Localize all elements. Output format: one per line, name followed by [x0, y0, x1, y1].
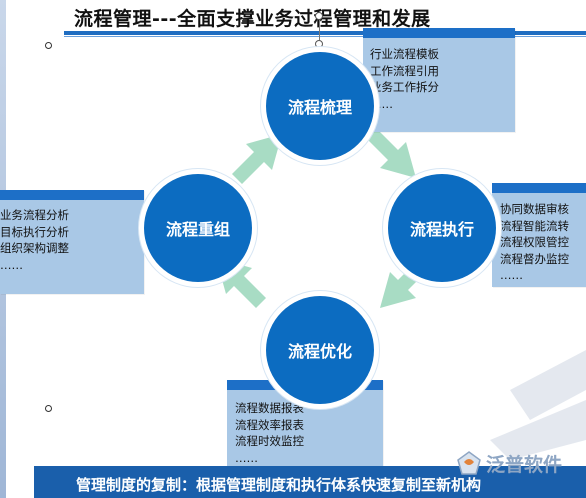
selection-handle[interactable] [315, 12, 323, 20]
card-line: …… [500, 268, 523, 282]
card-line: …… [370, 96, 393, 111]
title-rule [64, 31, 586, 35]
card-right [492, 183, 586, 287]
card-line: …… [0, 257, 23, 272]
card-header-bar [492, 183, 586, 193]
fanpu-logo-icon [457, 451, 481, 475]
card-line: 流程智能流转 [500, 218, 569, 233]
card-line: …… [235, 450, 258, 465]
node-process-reorganization[interactable]: 流程重组 [144, 174, 252, 282]
bullet-marker [45, 42, 52, 49]
card-right-lines: 协同数据审核 流程智能流转 流程权限管控 流程督办监控 …… [500, 201, 569, 284]
card-left-lines: 业务流程分析 目标执行分析 组织架构调整 …… [0, 207, 69, 273]
bullet-marker [45, 405, 52, 412]
card-line: 行业流程模板 [370, 47, 439, 61]
card-header-bar [0, 190, 144, 200]
card-top [363, 28, 515, 132]
selection-handle[interactable] [315, 40, 323, 48]
node-process-optimization[interactable]: 流程优化 [266, 296, 374, 404]
brand-logo-text: 泛普软件 [486, 453, 563, 476]
footer-text: 管理制度的复制：根据管理制度和执行体系快速复制至新机构 [76, 476, 482, 494]
node-process-sorting[interactable]: 流程梳理 [266, 52, 374, 160]
card-line: 流程数据报表 [235, 401, 304, 415]
card-line: 业务流程分析 [0, 208, 69, 222]
selection-handle-line [319, 20, 320, 40]
card-line: 业务工作拆分 [370, 80, 439, 94]
footer-banner [34, 466, 586, 498]
card-line: 流程督办监控 [500, 251, 569, 266]
card-line: 目标执行分析 [0, 224, 69, 239]
card-line: 流程时效监控 [235, 434, 304, 448]
arrow-top-right [366, 128, 416, 178]
arrow-top-left [232, 134, 282, 184]
card-line: 组织架构调整 [0, 241, 69, 255]
card-header-bar [363, 28, 515, 38]
title-rule-thin [64, 36, 586, 37]
card-line: 协同数据审核 [500, 202, 569, 216]
background-decoration [490, 350, 586, 460]
brand-logo: 泛普软件 [456, 448, 562, 478]
card-bottom-lines: 流程数据报表 流程效率报表 流程时效监控 …… [235, 400, 304, 466]
card-top-lines: 行业流程模板 工作流程引用 业务工作拆分 …… [370, 46, 439, 112]
card-line: 工作流程引用 [370, 63, 439, 78]
card-line: 流程效率报表 [235, 417, 304, 432]
card-left [0, 190, 144, 294]
node-process-execution[interactable]: 流程执行 [388, 174, 496, 282]
card-line: 流程权限管控 [500, 235, 569, 249]
slide-title: 流程管理---全面支撑业务过程管理和发展 [74, 8, 431, 30]
